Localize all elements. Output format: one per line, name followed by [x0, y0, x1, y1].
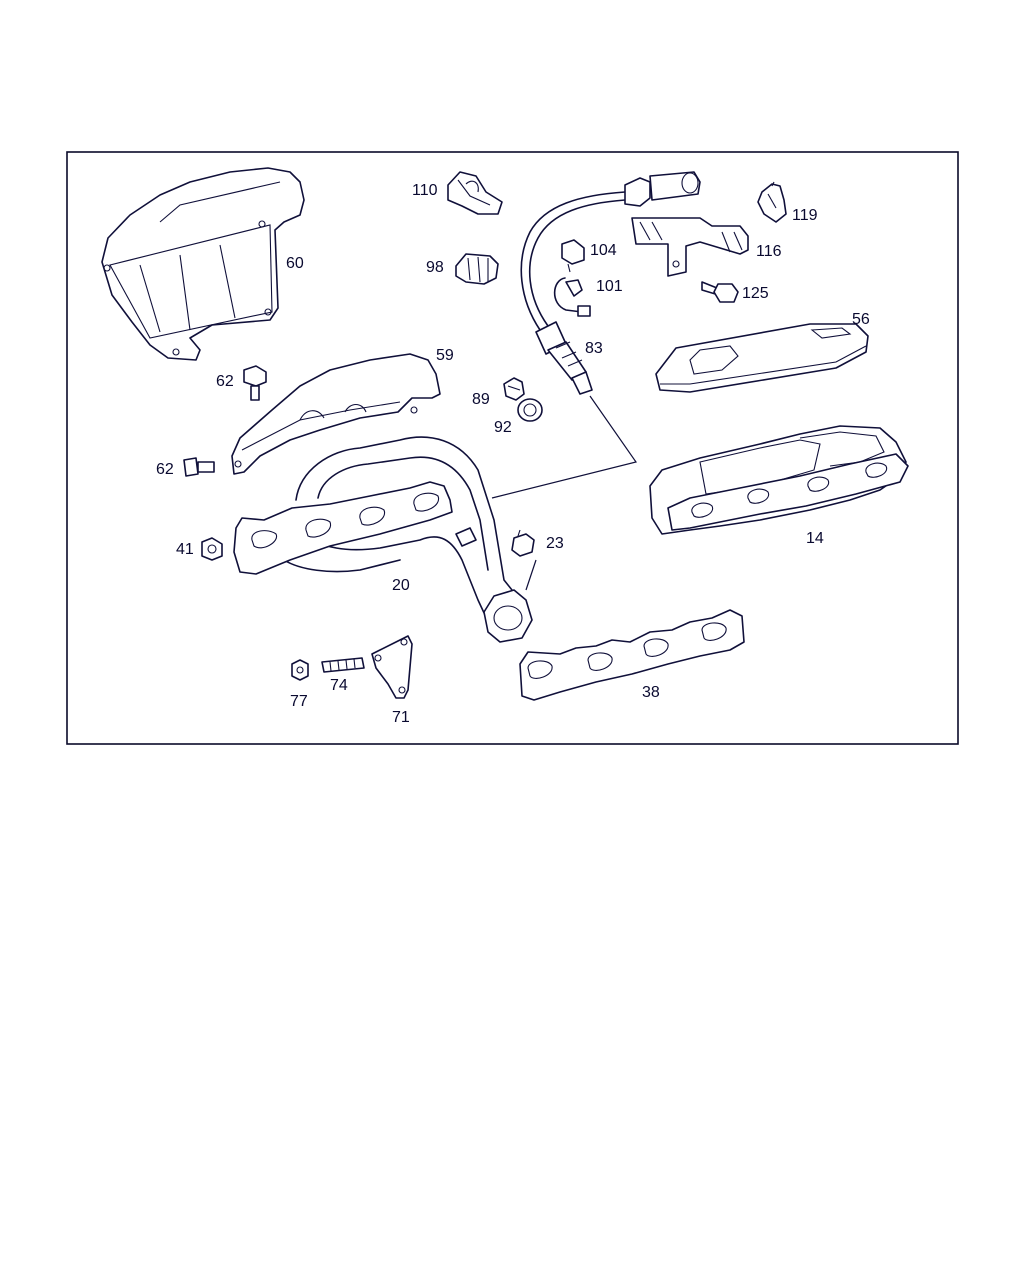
- callout-92: 92: [494, 419, 512, 436]
- heat-shield-60: [101, 167, 305, 361]
- callout-89: 89: [472, 391, 490, 408]
- callout-60: 60: [286, 255, 304, 272]
- bracket-116: [631, 217, 749, 277]
- heat-shield-59: [231, 353, 441, 475]
- callout-77: 77: [290, 693, 308, 710]
- callout-119: 119: [792, 207, 818, 224]
- clip-98: [455, 253, 499, 285]
- callout-62-upper: 62: [216, 373, 234, 390]
- leader-83: [491, 395, 637, 499]
- exhaust-manifold-14: [649, 425, 909, 535]
- callout-125: 125: [742, 285, 769, 302]
- callout-14: 14: [806, 530, 824, 547]
- callout-62-lower: 62: [156, 461, 174, 478]
- callout-101: 101: [596, 278, 623, 295]
- diagram-frame: [66, 151, 959, 745]
- callout-20: 20: [392, 577, 410, 594]
- clamp-101: [553, 277, 591, 317]
- gasket-38: [519, 609, 745, 701]
- callout-116: 116: [756, 243, 782, 260]
- callout-41: 41: [176, 541, 194, 558]
- callout-23: 23: [546, 535, 564, 552]
- clip-104: [561, 239, 585, 273]
- callout-59: 59: [436, 347, 454, 364]
- callout-71: 71: [392, 709, 410, 726]
- plug-89: [503, 377, 525, 401]
- cover-56: [655, 323, 869, 393]
- callout-38: 38: [642, 684, 660, 701]
- callout-74: 74: [330, 677, 348, 694]
- bracket-71: [371, 635, 413, 699]
- nut-77: [291, 659, 309, 681]
- bolt-125: [701, 281, 739, 303]
- clip-119: [757, 181, 787, 223]
- bolt-62-upper: [243, 365, 267, 401]
- bolt-62-lower: [183, 457, 215, 477]
- stud-74: [321, 657, 365, 673]
- callout-110: 110: [412, 182, 438, 199]
- nut-41: [201, 537, 223, 561]
- oxygen-sensor-83: [520, 171, 701, 395]
- clip-110: [447, 171, 503, 215]
- callout-104: 104: [590, 242, 617, 259]
- callout-56: 56: [852, 311, 870, 328]
- clip-nut-23: [511, 529, 537, 591]
- callout-98: 98: [426, 259, 444, 276]
- exhaust-manifold-20: [233, 436, 533, 643]
- callout-83: 83: [585, 340, 603, 357]
- seal-ring-92: [517, 398, 543, 422]
